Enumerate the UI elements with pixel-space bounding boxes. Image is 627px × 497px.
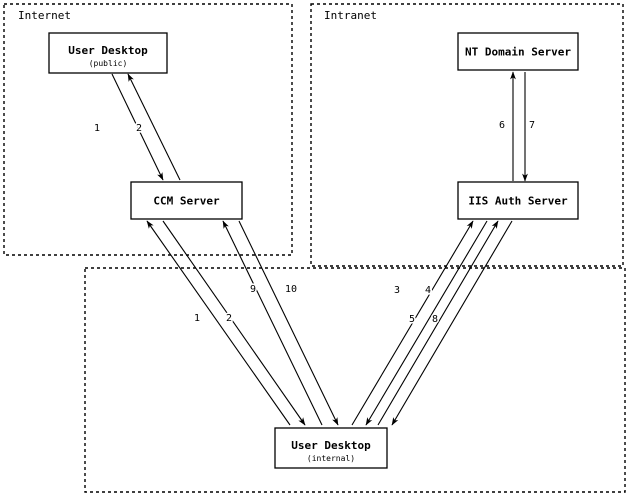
flow-label-e4: 4 [425, 285, 431, 296]
zone-intranet: Intranet [310, 3, 624, 267]
node-iis-auth-server: IIS Auth Server [457, 181, 579, 220]
flow-line-e2b [162, 220, 306, 426]
flow-label-halo-e10: 10 [285, 284, 297, 295]
node-subtitle-user-desktop-internal: (internal) [307, 454, 355, 463]
flow-label-halo-e1: 1 [94, 123, 100, 134]
flow-label-halo-e8: 8 [432, 314, 438, 325]
flow-label-e1b: 1 [194, 313, 200, 324]
node-subtitle-user-desktop-public: (public) [89, 59, 128, 68]
flow-label-halo-e5: 5 [409, 314, 415, 325]
flow-line-e1 [111, 73, 164, 181]
node-box-user-desktop-public [48, 32, 168, 74]
node-box-ccm-server [130, 181, 243, 220]
zone-boundary-internal-lan [84, 267, 626, 493]
flow-label-e2: 2 [136, 123, 142, 134]
zone-boundary-internet [3, 3, 293, 256]
zone-label-internet: Internet [18, 9, 71, 22]
zone-boundary-intranet [310, 3, 624, 267]
flow-label-halo-e3: 3 [394, 285, 400, 296]
flow-line-e1b [146, 220, 291, 426]
flow-label-halo-e7: 7 [529, 120, 535, 131]
flow-line-e8 [391, 220, 513, 426]
zone-label-intranet: Intranet [324, 9, 377, 22]
node-box-nt-domain-server [457, 32, 579, 71]
node-box-iis-auth-server [457, 181, 579, 220]
zone-boundaries: Internet Intranet [3, 3, 626, 493]
flow-label-e8: 8 [432, 314, 438, 325]
flow-line-e5 [377, 220, 499, 426]
node-user-desktop-public: User Desktop (public) [48, 32, 168, 74]
flow-line-e3 [351, 220, 474, 426]
diagram-nodes: User Desktop (public) CCM Server NT Domain … [48, 32, 579, 469]
flow-label-halo-e6: 6 [499, 120, 505, 131]
flow-edges [111, 71, 528, 426]
flow-label-halo-e1b: 1 [194, 313, 200, 324]
node-title-user-desktop-internal: User Desktop [291, 439, 371, 452]
node-box-user-desktop-internal [274, 427, 388, 469]
flow-line-e2 [127, 73, 181, 181]
node-title-iis-auth-server: IIS Auth Server [468, 195, 568, 208]
zone-internal-lan [84, 267, 626, 493]
flow-label-e3: 3 [394, 285, 400, 296]
flow-label-halo-e2: 2 [136, 123, 142, 134]
flow-label-halo-e9: 9 [250, 284, 256, 295]
node-nt-domain-server: NT Domain Server [457, 32, 579, 71]
flow-label-e10: 10 [285, 284, 297, 295]
node-user-desktop-internal: User Desktop (internal) [274, 427, 388, 469]
node-title-ccm-server: CCM Server [153, 195, 220, 208]
flow-line-e10 [238, 220, 339, 426]
zone-internet: Internet [3, 3, 293, 256]
flow-label-e6: 6 [499, 120, 505, 131]
flow-label-e9: 9 [250, 284, 256, 295]
flow-label-e5: 5 [409, 314, 415, 325]
flow-label-e7: 7 [529, 120, 535, 131]
node-ccm-server: CCM Server [130, 181, 243, 220]
flow-line-e9 [222, 220, 323, 426]
flow-label-halo-e4: 4 [425, 285, 431, 296]
flow-label-e1: 1 [94, 123, 100, 134]
flow-label-halo-e2b: 2 [226, 313, 232, 324]
node-title-user-desktop-public: User Desktop [68, 44, 148, 57]
flow-line-e4 [365, 220, 488, 426]
flow-label-e2b: 2 [226, 313, 232, 324]
node-title-nt-domain-server: NT Domain Server [465, 46, 571, 59]
